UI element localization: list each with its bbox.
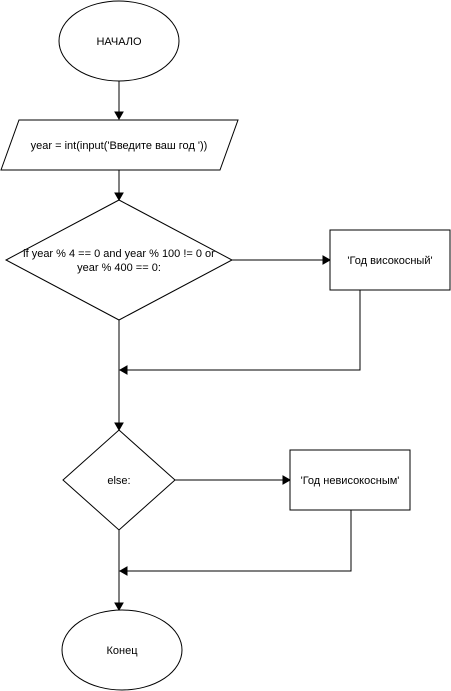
nonleap-output-node: 'Год невисокосным' [289,449,411,511]
leap-output-label: 'Год високосный' [347,255,432,267]
edge-input-to-condition [114,170,124,202]
condition-line1: if year % 4 == 0 and year % 100 != 0 or [23,248,215,260]
input-label: year = int(input('Введите ваш год ')) [31,140,208,152]
else-node: else: [62,429,176,531]
nonleap-output-label: 'Год невисокосным' [301,475,400,487]
condition-line2: year % 400 == 0: [77,262,161,274]
end-node: Конец [61,609,183,691]
edge-else-to-nonleap [175,475,292,485]
edge-else-to-end [114,530,124,612]
edge-leap-return [118,290,361,375]
else-label: else: [107,475,130,487]
input-node: year = int(input('Введите ваш год ')) [0,119,239,171]
edge-condition-to-else [114,320,124,432]
start-label: НАЧАЛО [96,36,142,48]
edge-nonleap-return [118,510,352,576]
end-label: Конец [106,645,138,657]
edge-condition-to-leap [232,255,332,265]
start-node: НАЧАЛО [58,0,180,82]
leap-output-node: 'Год високосный' [329,229,451,291]
edge-start-to-input [114,81,124,121]
condition-node: if year % 4 == 0 and year % 100 != 0 or … [4,199,234,321]
